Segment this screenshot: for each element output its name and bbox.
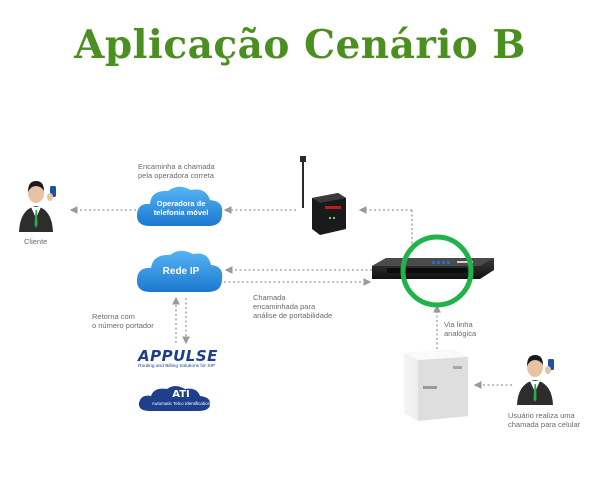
- client-label: Cliente: [24, 237, 48, 246]
- ati-logo-icon: [138, 386, 211, 411]
- rack-switch-icon: [372, 258, 494, 279]
- appulse-tagline: Routing and Billing Solutions for SIP: [138, 364, 216, 369]
- appulse-logo: APPULSE Routing and Billing Solutions fo…: [138, 348, 220, 370]
- annotation-line: o número portador: [92, 321, 154, 330]
- operator-cloud-icon: [136, 186, 223, 226]
- annotation-line: analógica: [444, 329, 477, 338]
- ati-tagline: Automatic Telco Identification: [151, 401, 211, 406]
- cellular-router-icon: [300, 156, 346, 235]
- operator-cloud-label-line2: telefonia móvel: [153, 208, 209, 217]
- highlight-circle: [400, 234, 474, 308]
- connection-arrows: [69, 206, 512, 389]
- annotation-line: análise de portabilidade: [253, 311, 333, 320]
- pbx-cabinet-icon: [404, 349, 468, 421]
- operator-cloud-label-line1: Operadora de: [156, 199, 206, 208]
- annotation-analog-line: Via linha analógica: [444, 320, 476, 338]
- annotation-forward-correct: Encaminha a chamada pela operadora corre…: [138, 162, 215, 180]
- ip-cloud-icon: [136, 250, 223, 292]
- appulse-wordmark: APPULSE: [138, 347, 218, 365]
- client-person-icon: [19, 181, 56, 232]
- annotation-line: Encaminha a chamada: [138, 162, 215, 171]
- diagram-title: Aplicação Cenário B: [74, 22, 526, 68]
- annotation-line: pela operadora correta: [138, 171, 214, 180]
- annotation-line: Retorna com: [92, 312, 135, 321]
- annotation-returns-carrier: Retorna com o número portador: [92, 312, 154, 330]
- user-label: Usuário realiza uma chamada para celular: [508, 411, 580, 429]
- annotation-line: encaminhada para: [253, 302, 316, 311]
- annotation-line: Chamada: [253, 293, 286, 302]
- annotation-line: Via linha: [444, 320, 473, 329]
- ip-cloud-label: Rede IP: [162, 266, 200, 277]
- ati-wordmark: ATI: [172, 389, 190, 400]
- user-label-line1: Usuário realiza uma: [508, 411, 575, 420]
- user-person-icon: [517, 355, 554, 405]
- operator-cloud-label: Operadora de telefonia móvel: [140, 199, 222, 217]
- annotation-call-forwarded: Chamada encaminhada para análise de port…: [253, 293, 332, 320]
- user-label-line2: chamada para celular: [508, 420, 581, 429]
